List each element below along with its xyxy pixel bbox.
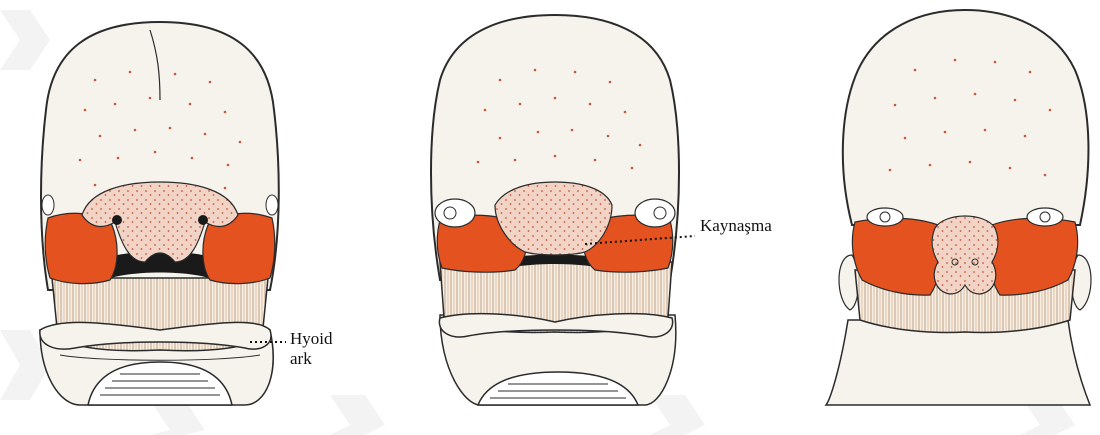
head-outline: [843, 10, 1089, 225]
embryo-face-middle: [431, 15, 695, 405]
fusion-label: Kaynaşma: [700, 216, 772, 236]
frontonasal-prominence: [495, 182, 612, 255]
hyoid-label-line2: ark: [290, 349, 333, 369]
hyoid-arch-label: Hyoid ark: [290, 329, 333, 369]
embryo-face-late: [826, 10, 1091, 405]
embryo-face-early: [40, 22, 286, 405]
frontonasal-prominence: [932, 216, 998, 294]
hyoid-label-line1: Hyoid: [290, 329, 333, 349]
